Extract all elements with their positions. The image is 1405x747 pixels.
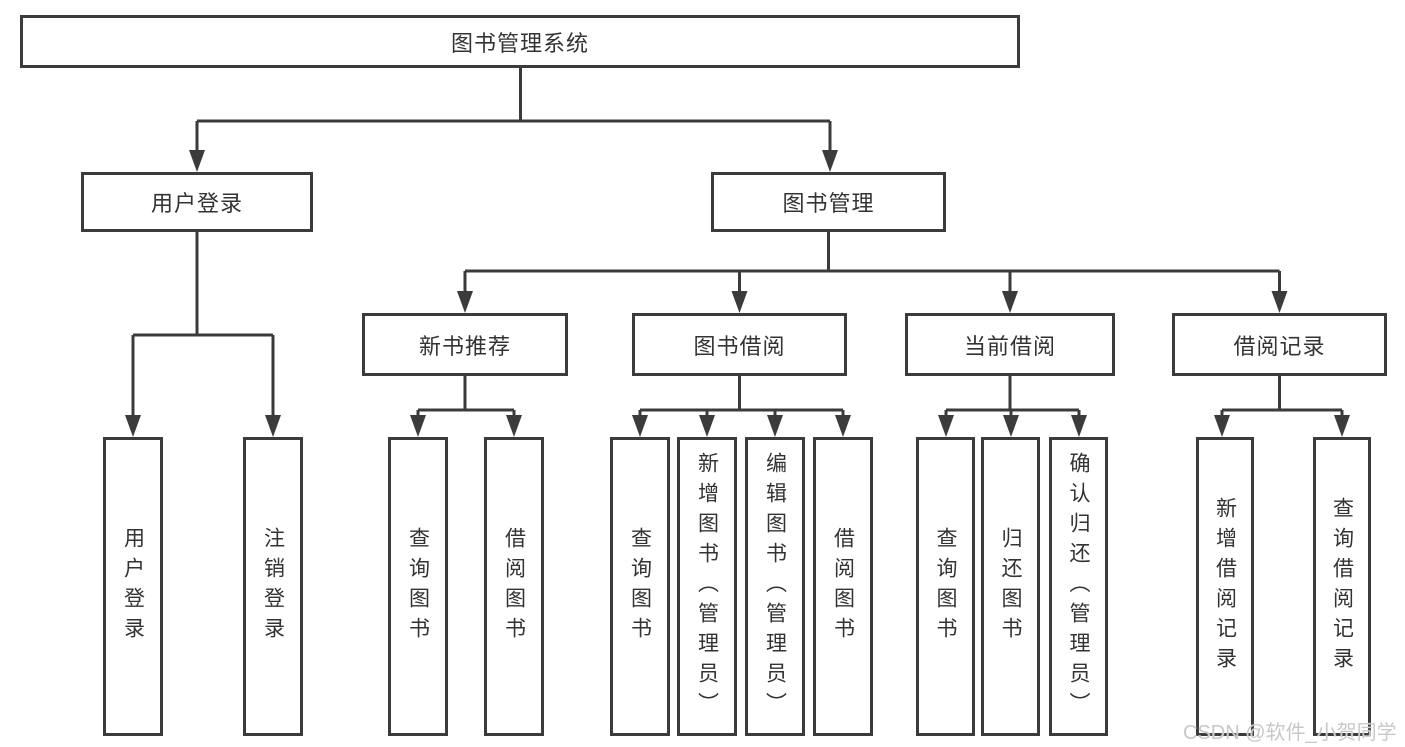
node-borrow-record: 借阅记录: [1172, 313, 1387, 376]
leaf-query-books-1: 查询图书: [388, 437, 448, 736]
group-label: 借阅记录: [1233, 333, 1326, 359]
leaf-borrow-books-1: 借阅图书: [484, 437, 544, 736]
group-label: 新书推荐: [418, 333, 511, 359]
leaf-add-borrow-record: 新增借阅记录: [1196, 437, 1254, 736]
leaf-borrow-books-2: 借阅图书: [813, 437, 873, 736]
leaf-confirm-return-admin: 确认归还（管理员）: [1049, 437, 1108, 736]
leaf-label: 借阅图书: [502, 526, 526, 647]
leaf-label: 查询图书: [934, 526, 957, 647]
leaf-query-books-3: 查询图书: [916, 437, 975, 736]
leaf-add-book-admin: 新增图书（管理员）: [677, 437, 737, 736]
node-new-book-recommend: 新书推荐: [362, 313, 568, 376]
leaf-edit-book-admin: 编辑图书（管理员）: [745, 437, 805, 736]
leaf-query-borrow-record: 查询借阅记录: [1313, 437, 1371, 736]
leaf-label: 查询借阅记录: [1330, 496, 1354, 677]
leaf-label: 新增借阅记录: [1213, 496, 1237, 677]
trunk-lines: [133, 68, 1342, 412]
node-user-login: 用户登录: [81, 172, 313, 232]
node-user-login-label: 用户登录: [150, 191, 243, 216]
leaf-label: 查询图书: [406, 526, 430, 647]
leaf-label: 用户登录: [121, 526, 145, 647]
group-label: 图书借阅: [693, 333, 786, 359]
leaf-label: 编辑图书（管理员）: [763, 451, 787, 722]
leaf-logout: 注销登录: [243, 437, 303, 736]
leaf-label: 归还图书: [999, 526, 1022, 647]
leaf-label: 查询图书: [628, 526, 652, 647]
csdn-watermark: CSDN @软件_小贺同学: [1183, 722, 1397, 744]
node-book-management: 图书管理: [711, 172, 946, 232]
node-root: 图书管理系统: [20, 15, 1020, 68]
group-label: 当前借阅: [963, 333, 1056, 359]
arrowheads: [125, 121, 1350, 437]
node-root-label: 图书管理系统: [450, 30, 589, 56]
leaf-query-books-2: 查询图书: [610, 437, 670, 736]
leaf-user-login: 用户登录: [103, 437, 163, 736]
leaf-label: 新增图书（管理员）: [695, 451, 719, 722]
node-book-borrow: 图书借阅: [632, 313, 847, 376]
leaf-return-book: 归还图书: [981, 437, 1040, 736]
leaf-label: 注销登录: [261, 526, 285, 647]
node-book-management-label: 图书管理: [782, 191, 875, 216]
leaf-label: 借阅图书: [831, 526, 855, 647]
node-current-borrow: 当前借阅: [905, 313, 1115, 376]
leaf-label: 确认归还（管理员）: [1067, 451, 1090, 722]
